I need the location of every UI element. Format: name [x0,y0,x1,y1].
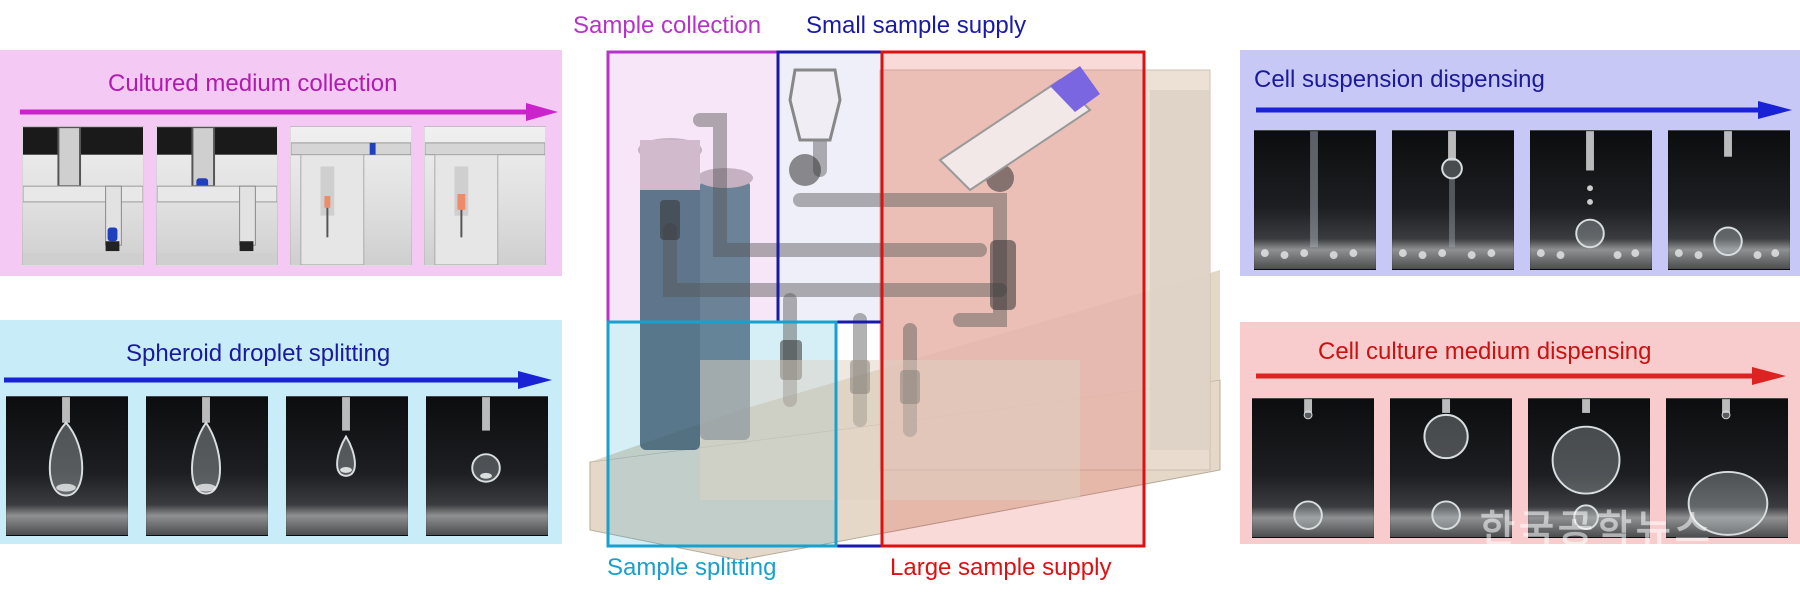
panel-title: Spheroid droplet splitting [126,340,391,367]
region-border-sample-splitting [606,320,838,548]
photo-frame [426,396,548,536]
panel-spheroid-droplet-splitting: Spheroid droplet splitting [0,320,562,544]
panel-title: Cell suspension dispensing [1254,66,1545,93]
photo-frame [146,396,268,536]
large-syringe [938,66,1100,192]
stage-platform [700,360,1080,500]
photo-frame [1666,398,1788,538]
watermark-text: 한국공학뉴스 [1480,507,1714,551]
photo-frame [1530,130,1652,270]
photo-sequence [22,126,546,266]
panel-cultured-medium-collection: Cultured medium collection [0,50,562,276]
photo-frame [290,126,412,266]
label-sample-splitting: Sample splitting [607,554,777,581]
progression-arrow [20,103,558,121]
photo-frame [156,126,278,266]
device-housing-side [1150,90,1210,450]
photo-frame [1528,398,1650,538]
label-large-sample-supply: Large sample supply [890,554,1112,581]
panel-title: Cell culture medium dispensing [1318,338,1652,365]
photo-frame [1668,130,1790,270]
photo-sequence [6,396,548,536]
photo-frame [6,396,128,536]
label-small-sample-supply: Small sample supply [806,12,1027,39]
label-sample-collection: Sample collection [573,12,762,39]
photo-frame [1392,130,1514,270]
photo-frame [286,396,408,536]
photo-frame [1390,398,1512,538]
panel-title: Cultured medium collection [108,70,398,97]
photo-frame [1254,130,1376,270]
photo-sequence [1254,130,1790,270]
photo-frame [22,126,144,266]
progression-arrow [1256,101,1792,119]
photo-sequence [1252,398,1788,538]
photo-frame [424,126,546,266]
small-sample-syringe [788,68,842,142]
region-border-large-sample-supply [880,50,1146,548]
progression-arrow [4,371,552,389]
photo-frame [1252,398,1374,538]
panel-cell-suspension-dispensing: Cell suspension dispensing [1240,50,1800,276]
panel-cell-culture-medium-dispensing: Cell culture medium dispensing [1240,322,1800,544]
progression-arrow [1256,367,1786,385]
